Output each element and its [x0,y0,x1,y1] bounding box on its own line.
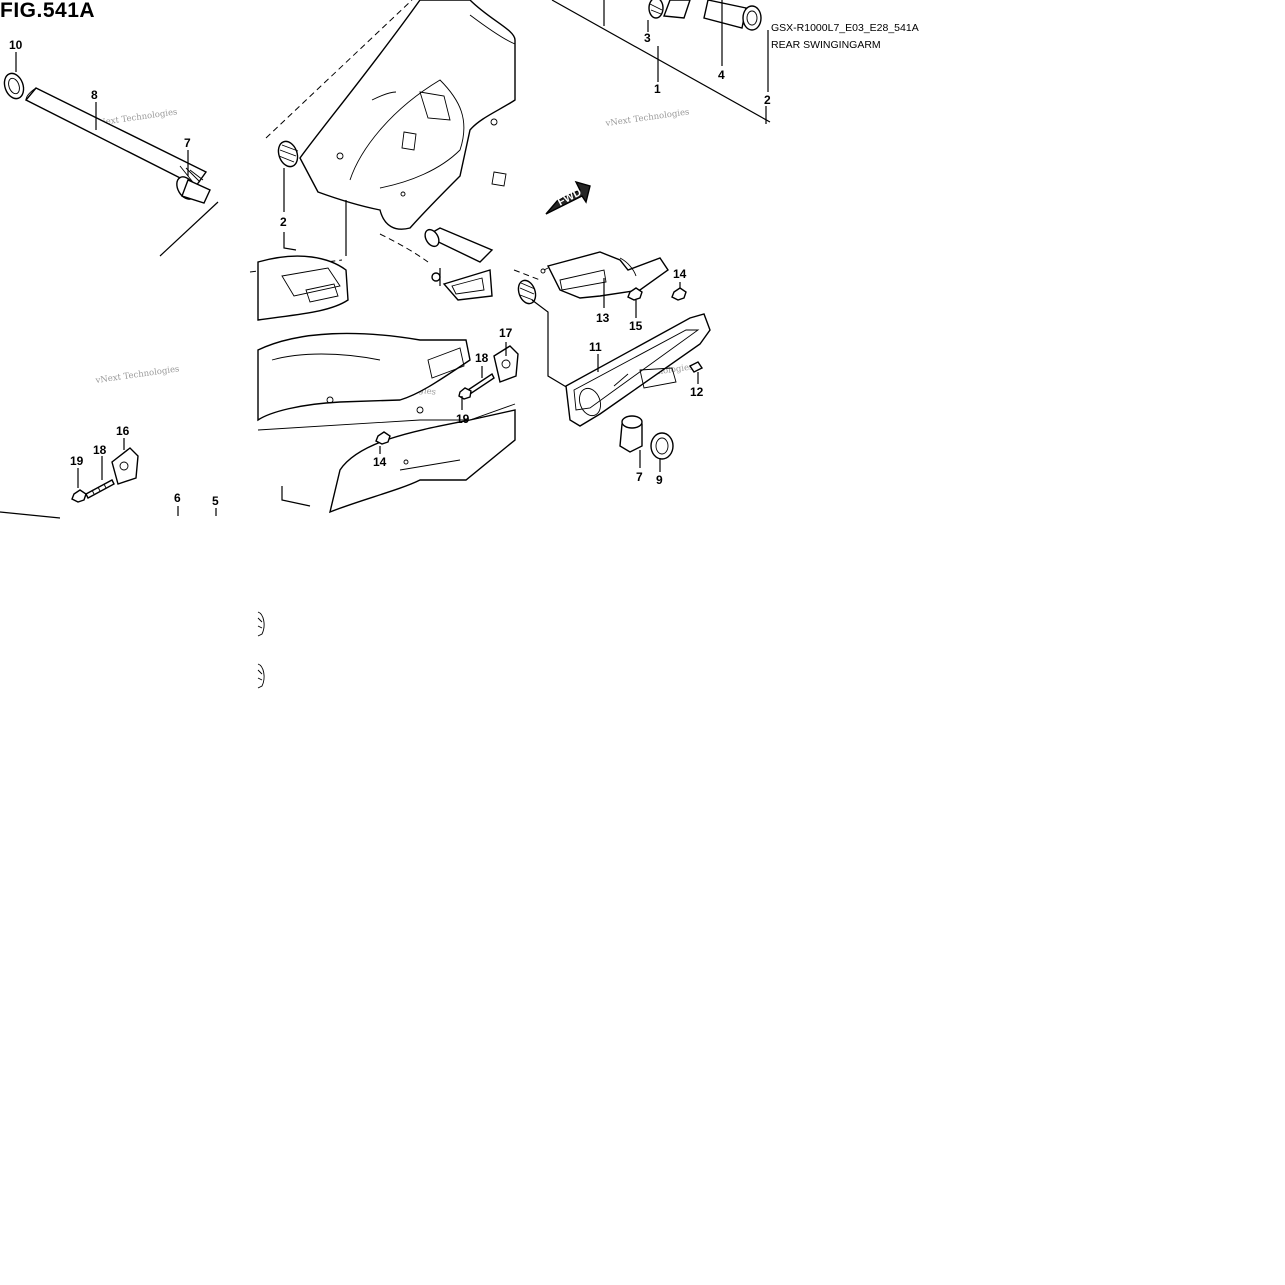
lock-nut-part [458,387,472,400]
bolt-part [375,431,391,445]
callout-number: 1 [654,82,661,96]
adjuster-bolt-part [85,479,115,499]
chain-adjuster-left-group [71,438,217,516]
callout-number: 2 [764,93,771,107]
callout-number: 16 [116,424,130,438]
callout-number: 8 [91,88,98,102]
bolt-part [671,287,687,301]
cropped-fragments [257,611,265,689]
watermark: vNext Technologies [94,364,180,386]
callout-number: 18 [93,443,107,457]
callout-number: 15 [629,319,643,333]
callout-number: 6 [174,491,181,505]
adjuster-bolt-part [467,372,495,396]
section-name-label: REAR SWINGINGARM [771,39,881,51]
callout-number: 11 [589,340,602,354]
callout-numbers: 10 8 7 2 3 1 4 2 14 13 15 11 17 18 19 12… [9,31,771,508]
chain-cover-part [546,251,669,299]
callout-number: 19 [456,412,470,426]
adjuster-plate-part [493,345,519,383]
pivot-shaft-group [0,52,219,519]
callout-number: 14 [673,267,687,281]
lock-nut-part [71,489,87,503]
pivot-nut-part [3,72,25,100]
chain-case-part [565,313,711,427]
top-pivot-group: FWD [545,0,771,215]
callout-number: 2 [280,215,287,229]
bolt-part [627,287,643,301]
callout-number: 19 [70,454,84,468]
nut-part [650,432,674,460]
callout-number: 13 [596,311,610,325]
callout-number: 14 [373,455,387,469]
bearing-part [277,140,299,168]
forward-arrow-icon: FWD [545,180,591,215]
callout-number: 9 [656,473,663,487]
chain-case-group [513,251,711,472]
callout-number: 17 [499,326,513,340]
bolt-part [688,361,704,373]
callout-number: 3 [644,31,651,45]
callout-number: 7 [636,470,643,484]
callout-number: 5 [212,494,219,508]
model-code-label: GSX-R1000L7_E03_E28_541A [771,22,919,34]
figure-title: FIG.541A [0,0,96,22]
watermark: vNext Technologies [604,107,690,129]
callout-number: 4 [718,68,725,82]
callout-number: 7 [184,136,191,150]
pivot-pipe-part [742,5,762,31]
pivot-shaft-part [24,87,208,187]
callout-number: 12 [690,385,704,399]
callout-number: 18 [475,351,489,365]
svg-text:FWD: FWD [556,186,584,208]
callout-number: 10 [9,38,23,52]
adjuster-plate-part [111,447,139,485]
swingarm-body [249,0,519,514]
